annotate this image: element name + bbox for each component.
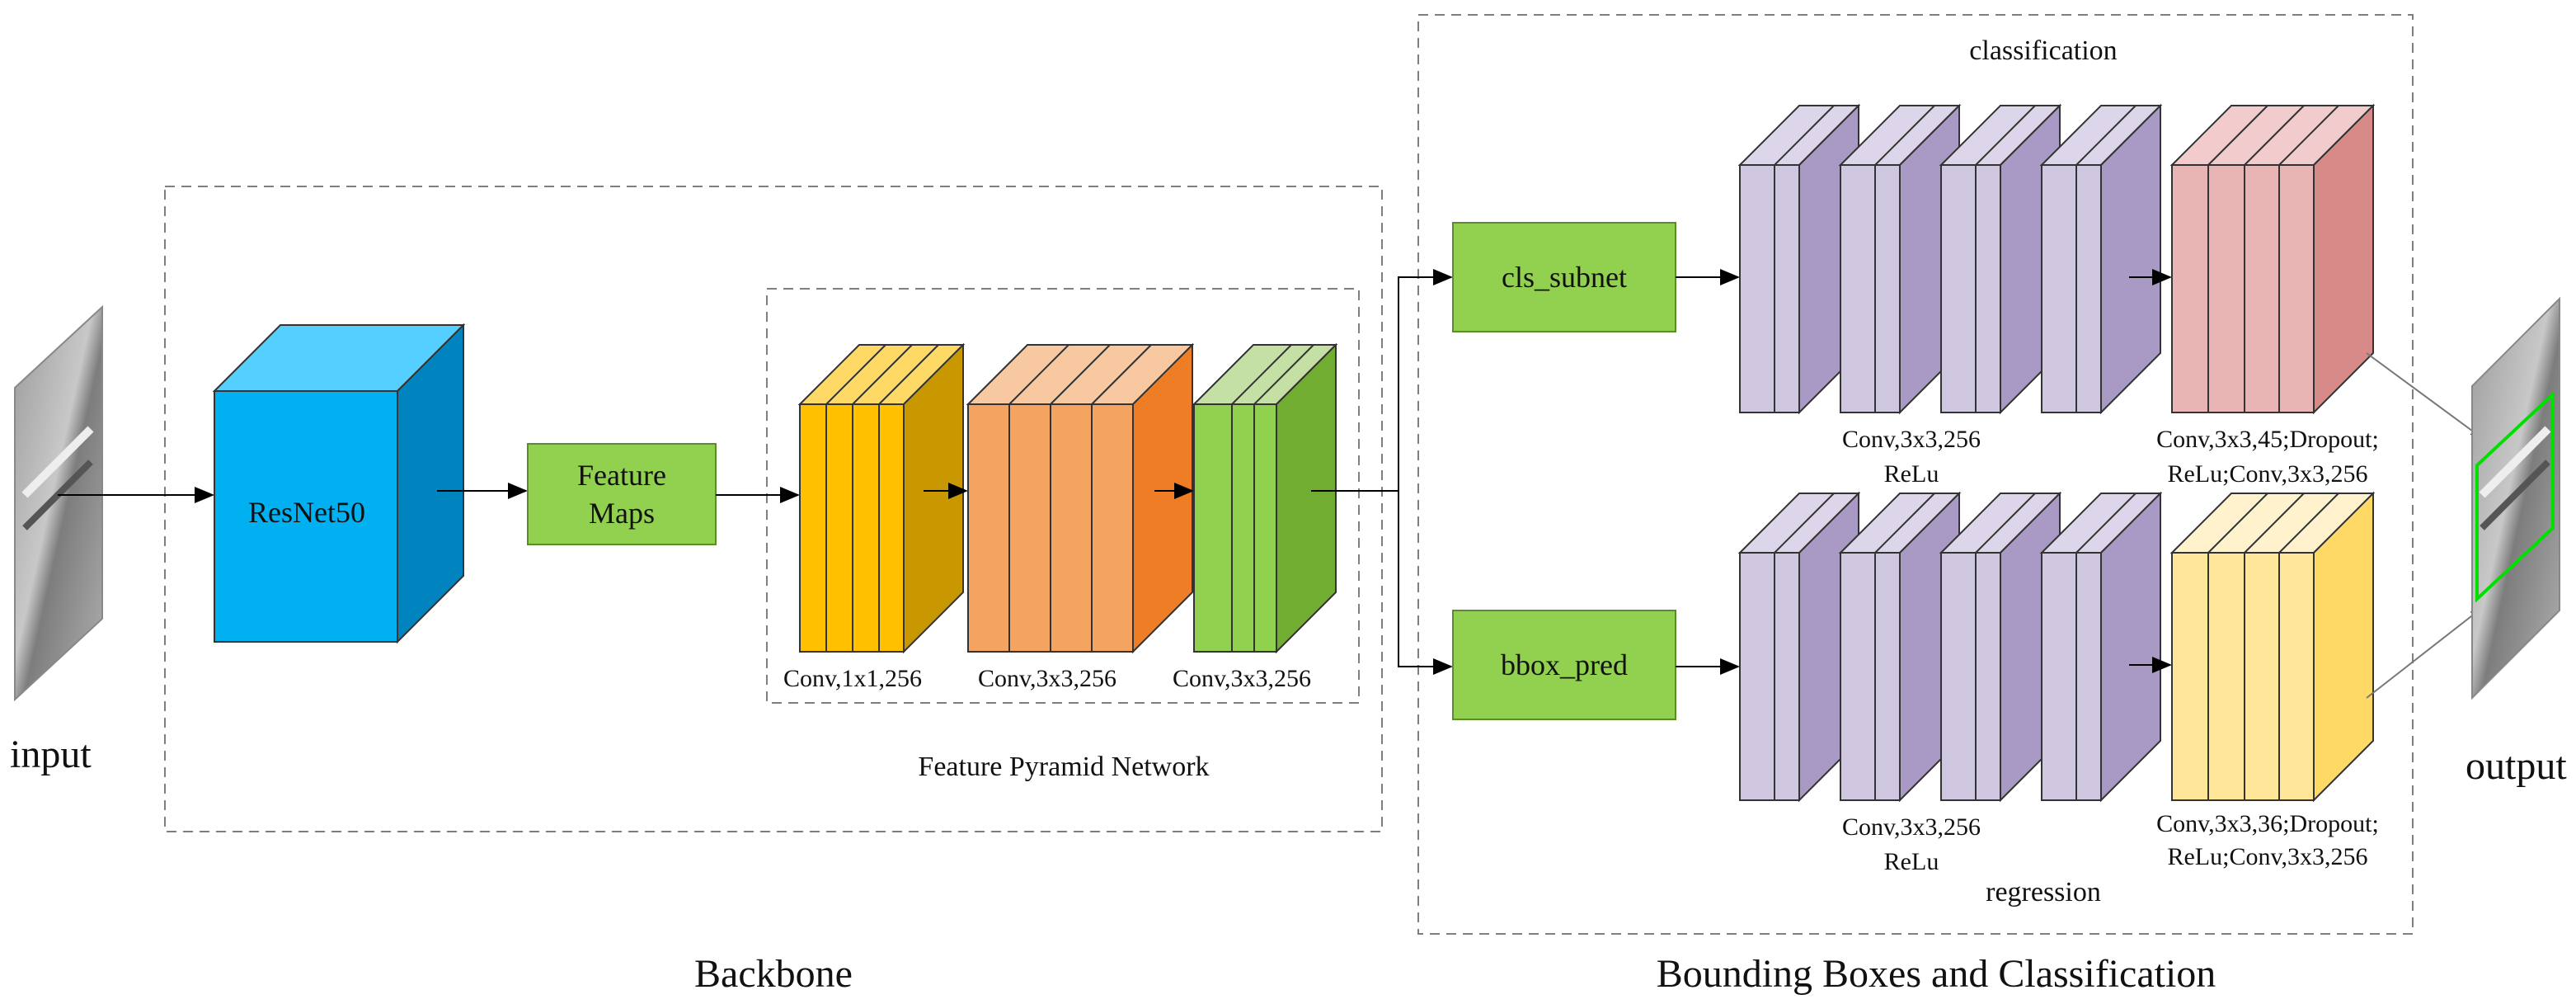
reg-conv-stack xyxy=(1737,491,2163,803)
cls-subnet-box xyxy=(1452,222,1676,332)
bbox-pred-box xyxy=(1452,610,1676,720)
cls-head-caption-2: ReLu;Conv,3x3,256 xyxy=(2167,460,2367,488)
reg-conv-caption-2: ReLu xyxy=(1884,848,1939,875)
feature-maps-label-2: Maps xyxy=(589,497,655,530)
fpn-caption-2: Conv,3x3,256 xyxy=(978,665,1116,692)
cls-conv-block-4 xyxy=(2039,103,2163,415)
resnet50-label: ResNet50 xyxy=(248,496,365,529)
input-label: input xyxy=(10,733,92,776)
bbc-label: Bounding Boxes and Classification xyxy=(1657,952,2216,996)
reg-conv-caption-1: Conv,3x3,256 xyxy=(1842,813,1981,841)
cls-head-caption-1: Conv,3x3,45;Dropout; xyxy=(2156,426,2379,453)
heads-region xyxy=(1417,14,2414,935)
cls-head-block xyxy=(2169,103,2376,415)
reg-head-caption-2: ReLu;Conv,3x3,256 xyxy=(2167,843,2367,870)
reg-head-caption-1: Conv,3x3,36;Dropout; xyxy=(2156,810,2379,837)
cls-conv-caption-2: ReLu xyxy=(1884,460,1939,488)
detection-bounding-box xyxy=(2475,390,2555,603)
fpn-block-conv3x3-a xyxy=(966,342,1195,654)
feature-maps-label-1: Feature xyxy=(577,459,666,492)
fpn-caption-3: Conv,3x3,256 xyxy=(1173,665,1311,692)
fpn-block-conv3x3-b xyxy=(1192,342,1338,654)
cls-subnet-label: cls_subnet xyxy=(1502,261,1627,294)
cls-conv-stack xyxy=(1737,103,2163,415)
cls-conv-caption-1: Conv,3x3,256 xyxy=(1842,426,1981,453)
fpn-caption-1: Conv,1x1,256 xyxy=(783,665,922,692)
fpn-title: Feature Pyramid Network xyxy=(918,752,1209,782)
backbone-region xyxy=(164,186,1383,832)
reg-head-block xyxy=(2169,491,2376,803)
resnet50-block xyxy=(212,323,466,644)
feature-maps-box xyxy=(527,443,717,545)
regression-title: regression xyxy=(1986,877,2101,907)
reg-conv-block-4 xyxy=(2039,491,2163,803)
output-image xyxy=(2471,296,2560,700)
bbox-pred-label: bbox_pred xyxy=(1501,648,1628,681)
output-label: output xyxy=(2466,744,2567,788)
fpn-block-conv1x1 xyxy=(797,342,966,654)
classification-title: classification xyxy=(1969,35,2117,66)
backbone-label: Backbone xyxy=(694,952,853,996)
input-image xyxy=(14,304,103,702)
